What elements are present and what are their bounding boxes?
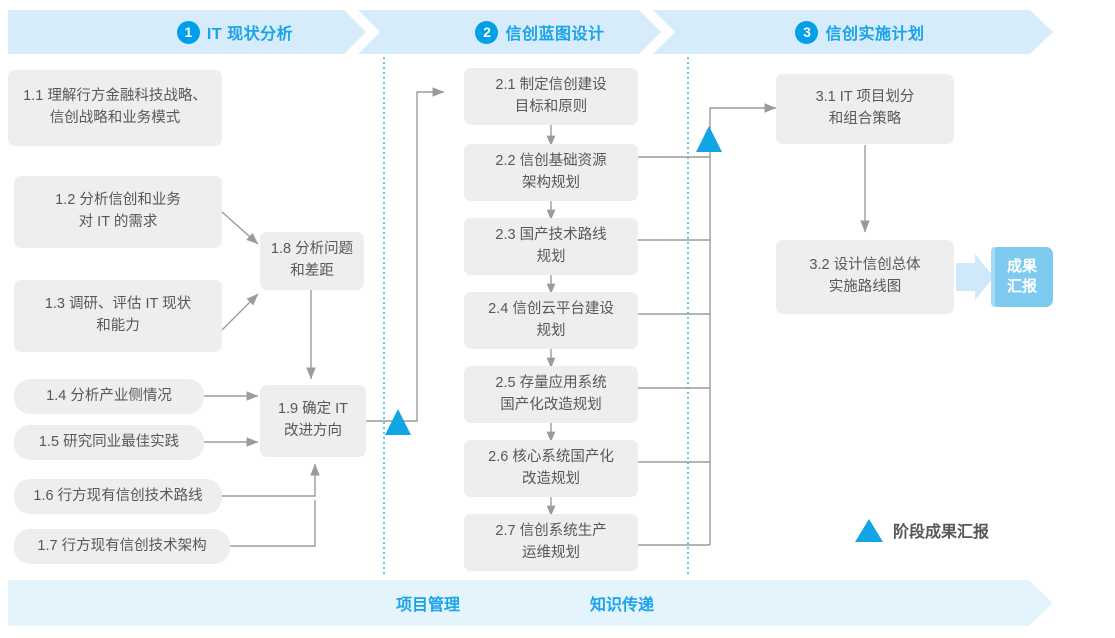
triangle-up-icon <box>855 518 883 542</box>
box-2-7[interactable]: 2.7 信创系统生产 运维规划 <box>464 514 638 571</box>
box-2-5[interactable]: 2.5 存量应用系统 国产化改造规划 <box>464 366 638 423</box>
box-1-1[interactable]: 1.1 理解行方金融科技战略、 信创战略和业务模式 <box>8 70 222 146</box>
box-2-3[interactable]: 2.3 国产技术路线 规划 <box>464 218 638 275</box>
box-1-2[interactable]: 1.2 分析信创和业务 对 IT 的需求 <box>14 176 222 248</box>
milestone-triangle-icon-2 <box>696 126 722 152</box>
box-1-7[interactable]: 1.7 行方现有信创技术架构 <box>14 529 230 564</box>
bottom-bar <box>8 580 1053 626</box>
box-1-9[interactable]: 1.9 确定 IT 改进方向 <box>260 385 366 457</box>
result-badge[interactable]: 成果 汇报 <box>991 247 1053 307</box>
result-arrow-icon <box>956 254 994 300</box>
wire-1-6-to-1-9 <box>222 463 320 497</box>
box-2-4[interactable]: 2.4 信创云平台建设 规划 <box>464 292 638 349</box>
legend: 阶段成果汇报 <box>855 518 989 542</box>
box-1-8[interactable]: 1.8 分析问题 和差距 <box>260 232 364 290</box>
box-1-6[interactable]: 1.6 行方现有信创技术路线 <box>14 479 222 514</box>
wire-1-9-to-2-1 <box>366 87 445 422</box>
phase-bar-shape <box>8 10 1053 54</box>
box-2-2[interactable]: 2.2 信创基础资源 架构规划 <box>464 144 638 201</box>
milestone-triangle-icon-1 <box>385 409 411 435</box>
phase-bar <box>8 10 1053 54</box>
box-3-1[interactable]: 3.1 IT 项目划分 和组合策略 <box>776 74 954 144</box>
wire-1-2-to-1-8 <box>221 211 259 245</box>
box-2-6[interactable]: 2.6 核心系统国产化 改造规划 <box>464 440 638 497</box>
box-1-4[interactable]: 1.4 分析产业侧情况 <box>14 379 204 414</box>
wire-1-7-to-1-9 <box>230 500 316 547</box>
wire-rail-to-3-1 <box>709 103 777 545</box>
phase-separator-1-icon <box>344 10 380 54</box>
box-2-1[interactable]: 2.1 制定信创建设 目标和原则 <box>464 68 638 125</box>
legend-label: 阶段成果汇报 <box>893 524 990 541</box>
bottom-bar-shape <box>8 580 1053 626</box>
box-3-2[interactable]: 3.2 设计信创总体 实施路线图 <box>776 240 954 314</box>
box-1-3[interactable]: 1.3 调研、评估 IT 现状 和能力 <box>14 280 222 352</box>
phase-separator-2-icon <box>639 10 675 54</box>
box-1-5[interactable]: 1.5 研究同业最佳实践 <box>14 425 204 460</box>
wire-1-3-to-1-8 <box>221 293 259 331</box>
